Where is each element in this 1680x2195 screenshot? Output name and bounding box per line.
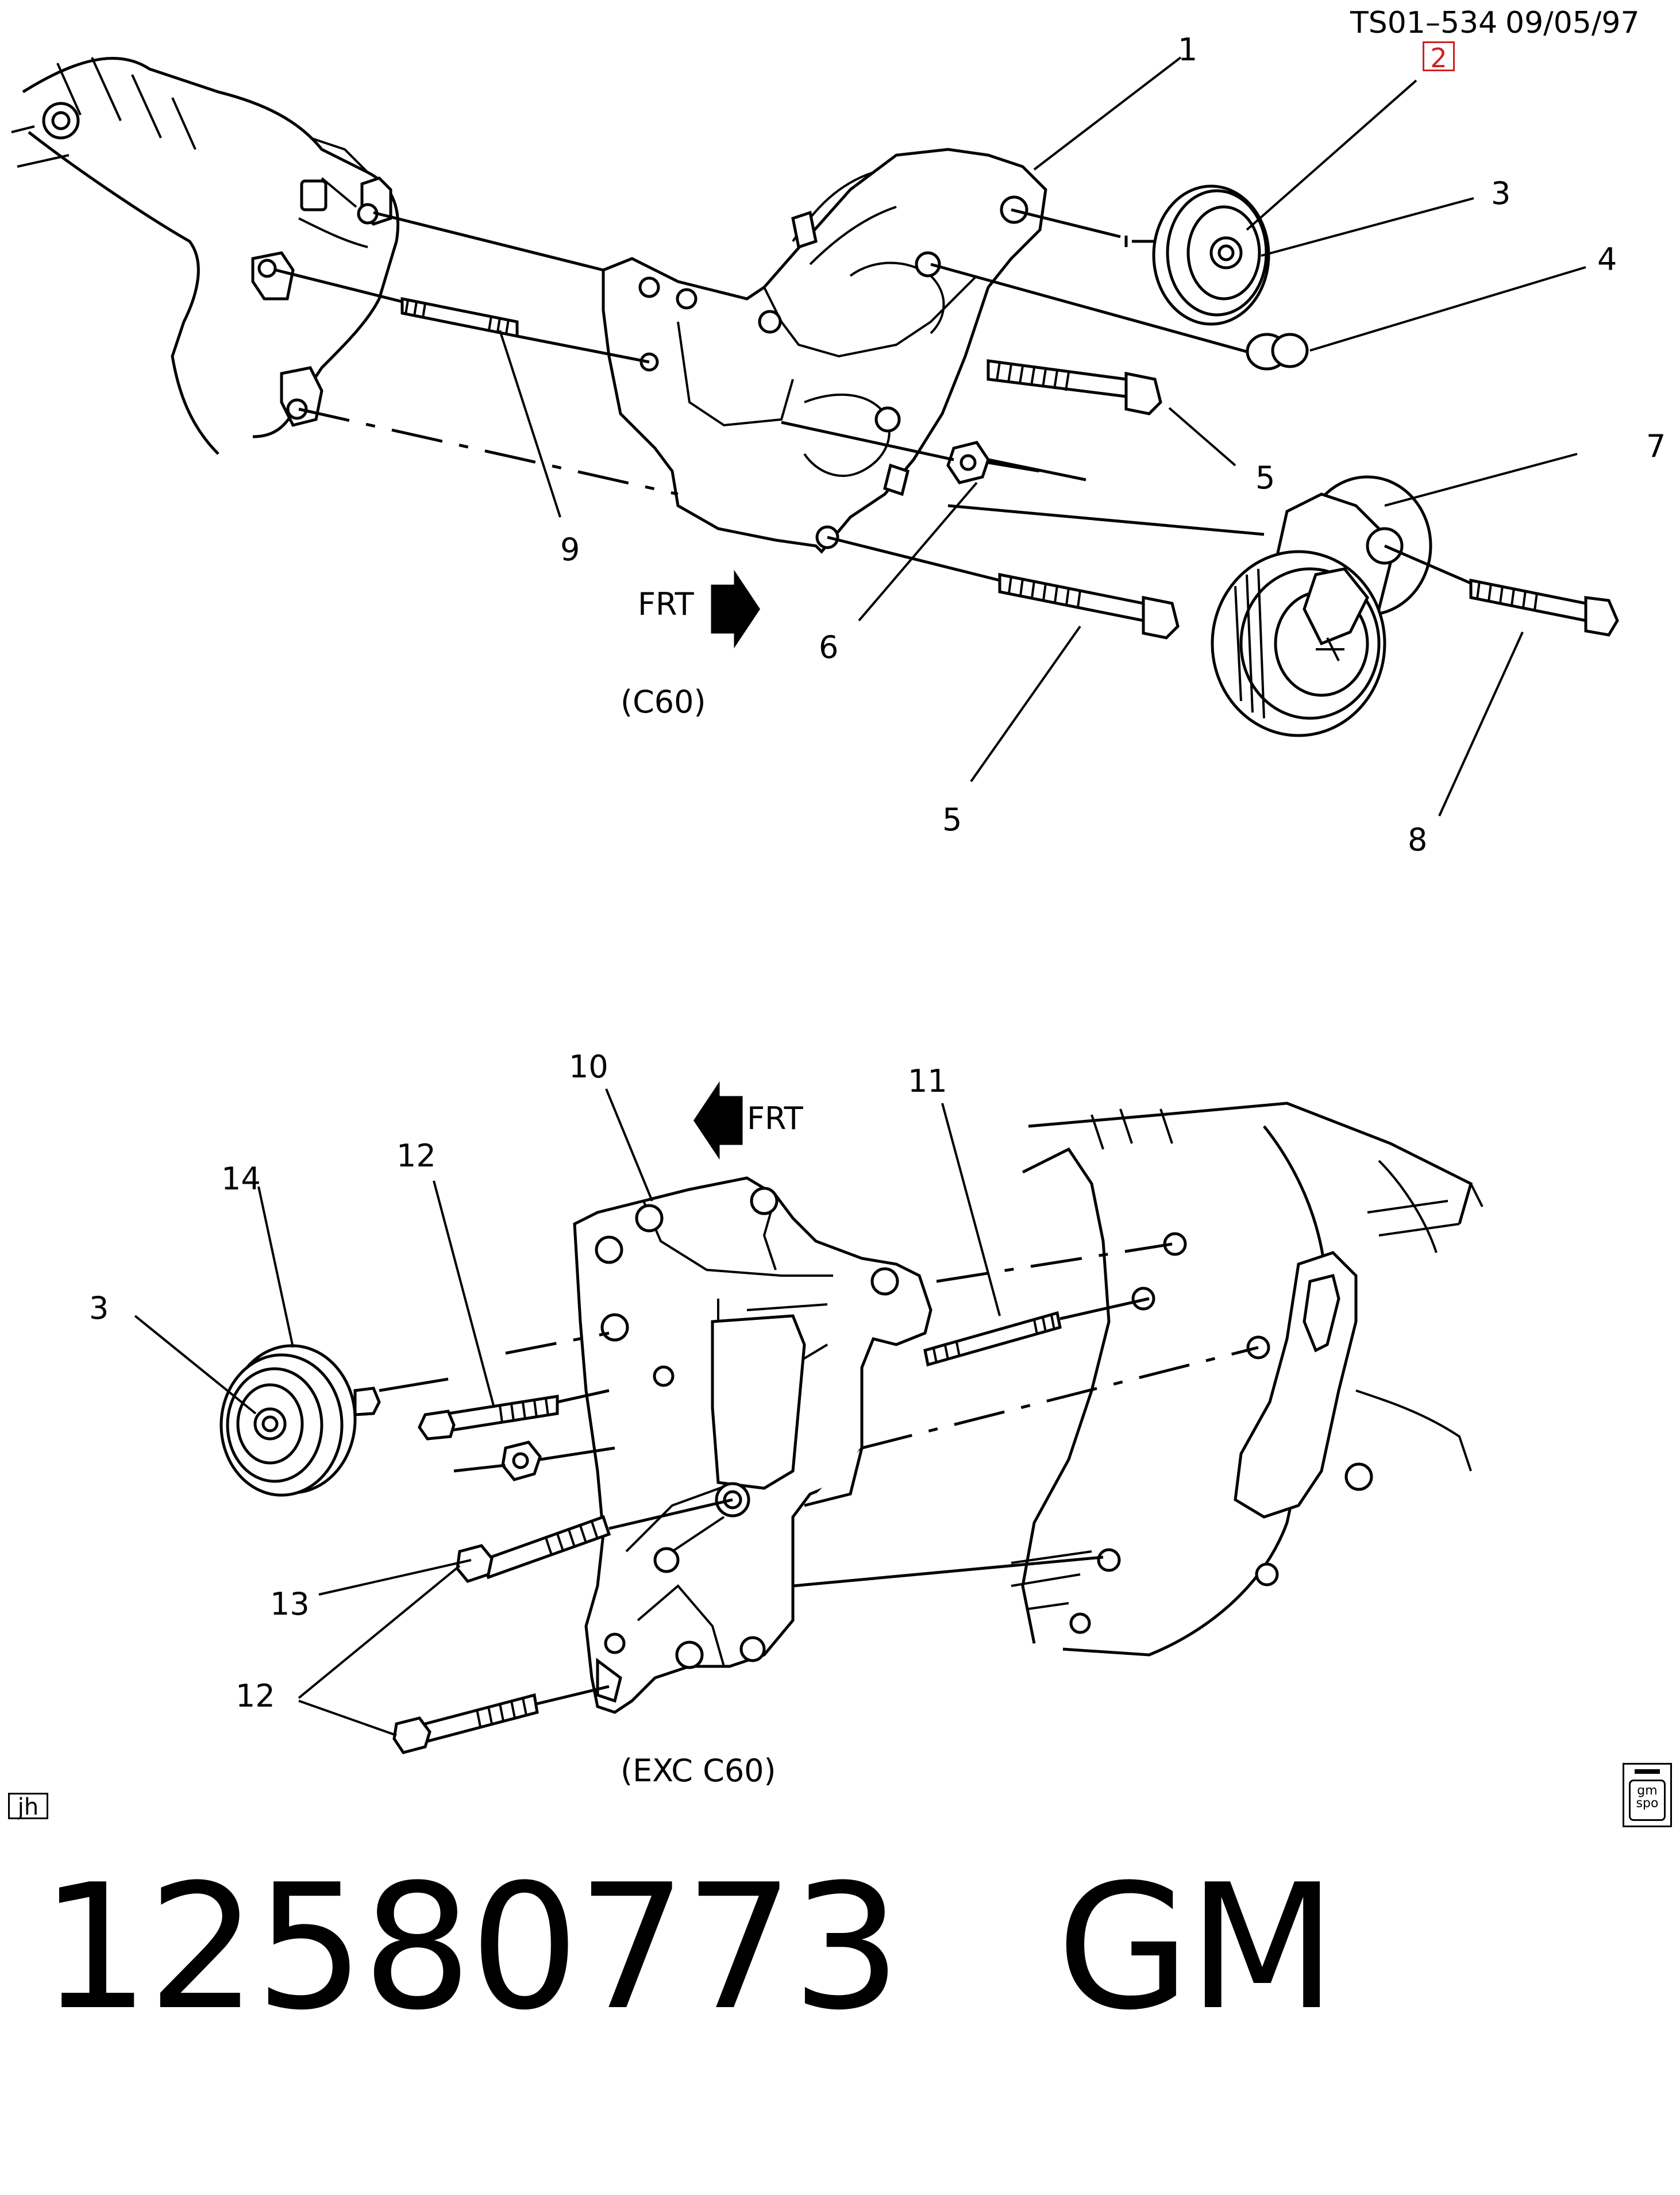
callout-3-top[interactable]: 3 xyxy=(1491,175,1511,211)
variant-label-c60: (C60) xyxy=(621,684,706,720)
sheet-badge[interactable]: 2 xyxy=(1423,41,1455,73)
bolt-upper xyxy=(987,359,1162,415)
callout-3-bottom[interactable]: 3 xyxy=(89,1290,109,1326)
callout-12-top[interactable]: 12 xyxy=(396,1138,436,1174)
bolt-12-lower xyxy=(392,1693,539,1754)
bolt-12-middle xyxy=(456,1515,611,1583)
engine-block-top xyxy=(11,56,400,455)
frt-arrow-top xyxy=(711,569,761,649)
bottom-view: FRT (EXC C60) 10 11 12 12 13 14 3 xyxy=(89,1049,1484,1789)
callout-5-lower[interactable]: 5 xyxy=(942,802,962,838)
callout-1[interactable]: 1 xyxy=(1178,32,1197,68)
bolt-12-upper xyxy=(418,1395,559,1441)
part-number: 12580773 xyxy=(40,1847,901,2048)
mounting-bracket-exc-c60 xyxy=(573,1176,933,1714)
tensioner-bolt xyxy=(1469,578,1619,637)
belt-tensioner xyxy=(1211,475,1432,737)
callout-12-bottom[interactable]: 12 xyxy=(236,1678,275,1714)
idler-pulley-bottom xyxy=(219,1344,381,1497)
part-number-line: 12580773 GM xyxy=(40,1862,1336,2034)
callout-4[interactable]: 4 xyxy=(1597,241,1617,278)
gm-logo-bar xyxy=(1635,1769,1660,1774)
callout-6[interactable]: 6 xyxy=(819,629,838,665)
callout-7[interactable]: 7 xyxy=(1646,428,1666,464)
frt-label-top: FRT xyxy=(638,586,695,622)
callout-9[interactable]: 9 xyxy=(560,532,580,568)
brand: GM xyxy=(1057,1847,1336,2048)
callout-10[interactable]: 10 xyxy=(569,1049,608,1085)
callout-14[interactable]: 14 xyxy=(221,1161,261,1197)
engine-block-bottom xyxy=(1011,1102,1484,1657)
idler-pulley-top xyxy=(1124,184,1270,326)
callout-8[interactable]: 8 xyxy=(1408,822,1427,858)
callout-11[interactable]: 11 xyxy=(908,1063,947,1099)
diagram-date: 09/05/97 xyxy=(1505,6,1640,40)
variant-label-exc-c60: (EXC C60) xyxy=(621,1753,776,1789)
frt-label-bottom: FRT xyxy=(747,1100,804,1137)
diagram-code: TS01–534 xyxy=(1350,6,1498,40)
callout-5-upper[interactable]: 5 xyxy=(1255,460,1275,496)
stud-11 xyxy=(923,1311,1062,1367)
spacer-bushing xyxy=(1246,333,1309,371)
hex-nut-top xyxy=(946,441,990,484)
draftsman-initials-box: jh xyxy=(8,1793,48,1820)
callout-13[interactable]: 13 xyxy=(270,1586,310,1622)
frt-arrow-bottom xyxy=(693,1081,743,1160)
hex-nut-bottom xyxy=(501,1441,542,1481)
mounting-bracket-c60 xyxy=(602,148,1047,554)
top-view: FRT (C60) 1 3 4 5 5 6 7 8 9 xyxy=(11,32,1666,858)
bolt-lower xyxy=(998,572,1180,640)
